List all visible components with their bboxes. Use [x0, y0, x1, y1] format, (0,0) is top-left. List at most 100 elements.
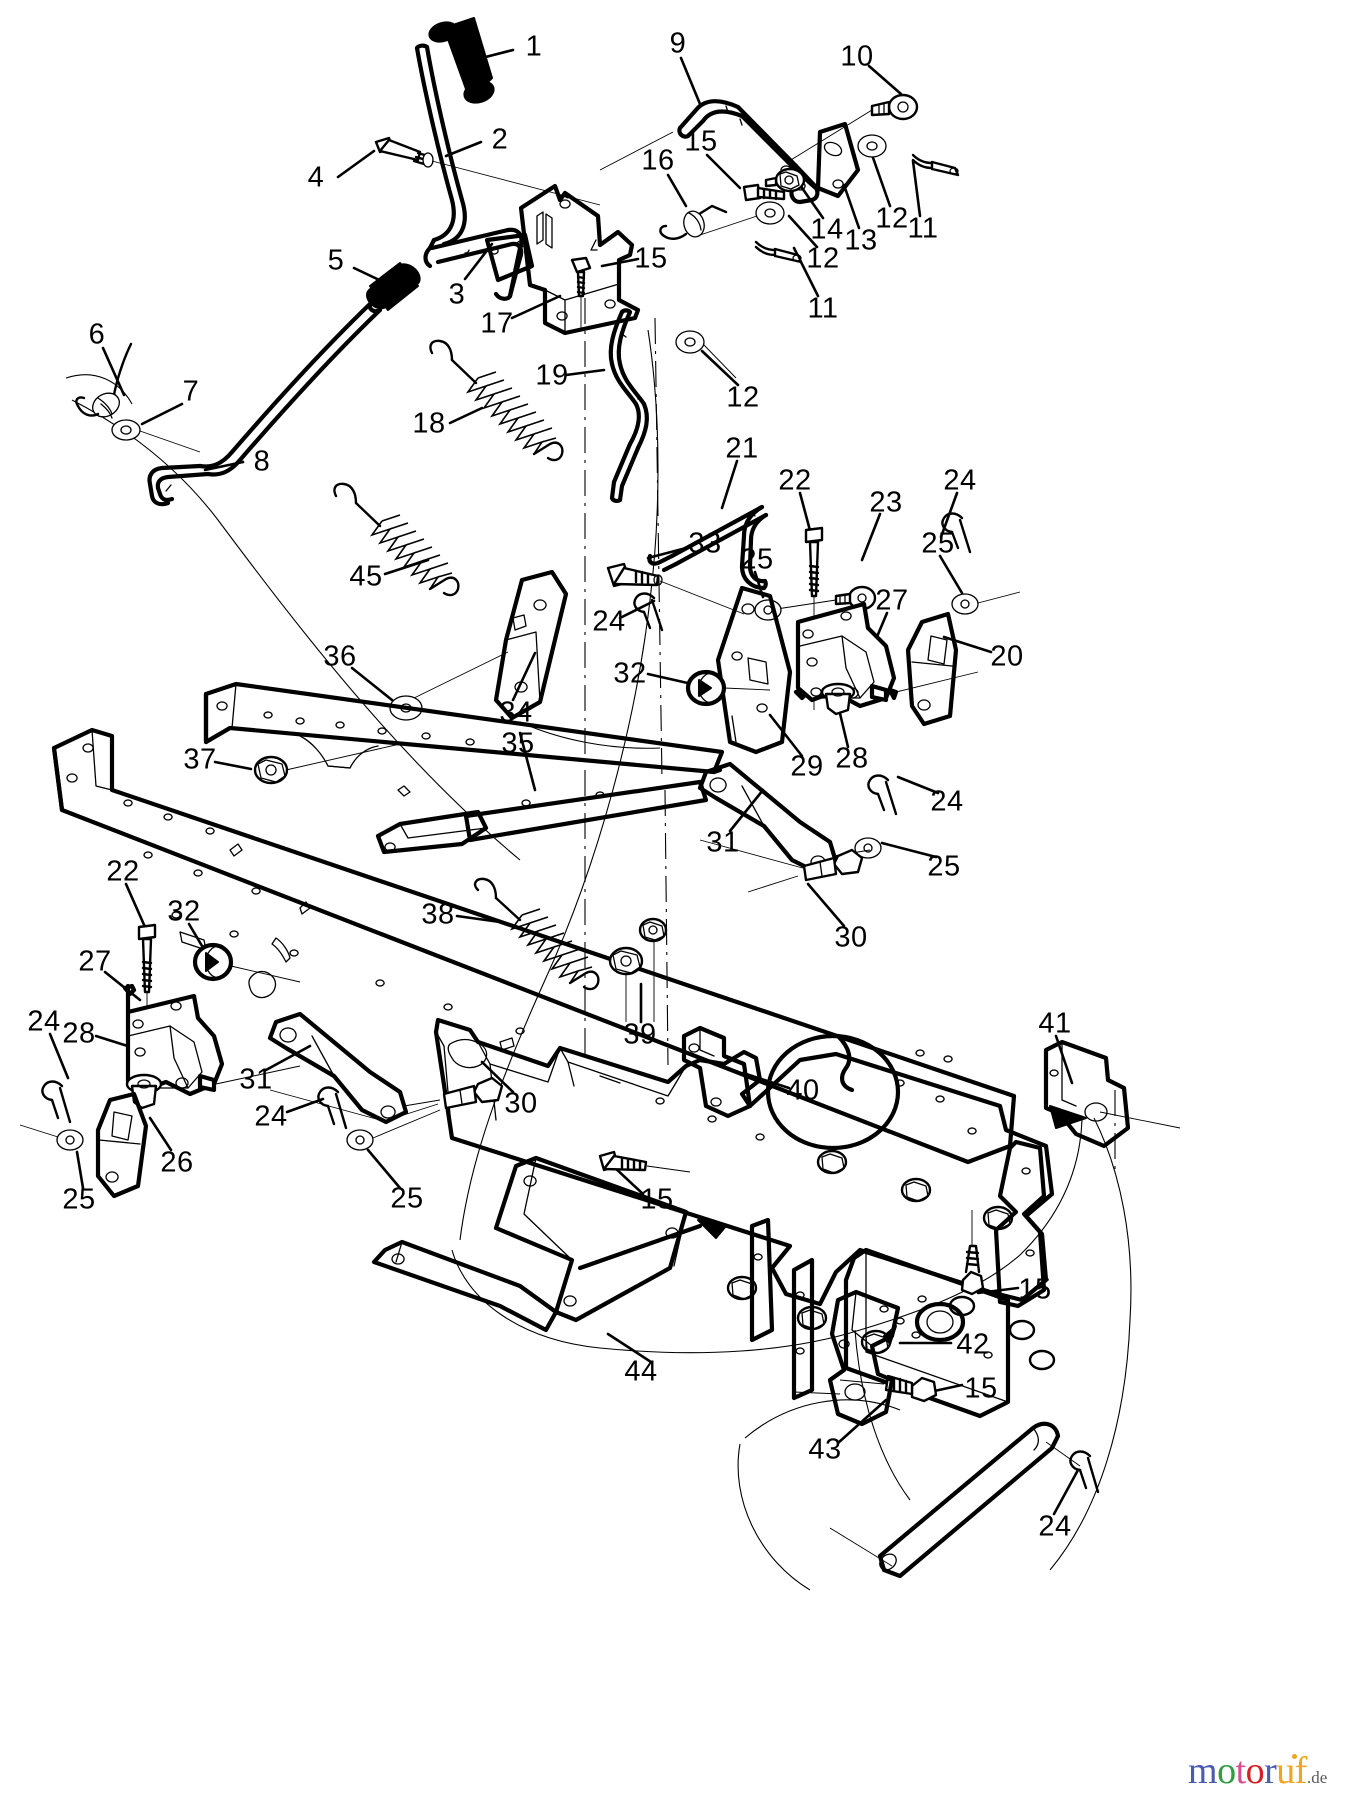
part-20-link — [905, 611, 959, 727]
part-35-cross-brace — [203, 681, 725, 855]
callout-24: 24 — [930, 785, 964, 818]
callout-20: 20 — [990, 640, 1024, 673]
part-17-bracket — [518, 183, 641, 336]
callout-45: 45 — [349, 560, 383, 593]
callout-33: 33 — [688, 527, 722, 560]
part-29-pivot-plate — [715, 585, 793, 755]
callout-5: 5 — [327, 244, 345, 277]
callout-43: 43 — [808, 1433, 842, 1466]
callout-4: 4 — [307, 161, 325, 194]
callout-12: 12 — [726, 381, 760, 414]
callout-12: 12 — [806, 242, 840, 275]
part-11-pin-lower — [754, 240, 803, 264]
callout-30: 30 — [504, 1087, 538, 1120]
part-12-washer-upper — [857, 134, 887, 158]
part-34-angle-bracket — [409, 569, 569, 721]
part-24-clip-a — [633, 592, 664, 632]
callout-22: 22 — [106, 855, 140, 888]
callout-11: 11 — [907, 212, 939, 245]
part-30-shoulder-bolt-right — [747, 848, 864, 893]
callout-17: 17 — [480, 307, 514, 340]
part-18-spring — [429, 339, 564, 462]
callout-24: 24 — [592, 605, 626, 638]
part-15-screw-right — [742, 183, 786, 202]
part-13-link-plate — [815, 121, 861, 199]
callout-9: 9 — [669, 27, 687, 60]
part-6-spring-clip — [75, 342, 133, 419]
callout-25: 25 — [390, 1182, 424, 1215]
part-39-nut-b — [638, 917, 668, 1022]
callout-19: 19 — [535, 359, 569, 392]
callout-35: 35 — [501, 727, 535, 760]
callout-26: 26 — [160, 1146, 194, 1179]
part-15-screw-bracket — [570, 256, 592, 330]
logo-letter-o-1: o — [1217, 1750, 1236, 1792]
part-12-washer-mid — [675, 330, 737, 379]
callout-25: 25 — [927, 850, 961, 883]
logo-tld: .de — [1306, 1768, 1328, 1787]
part-8-rod-left — [147, 299, 383, 507]
part-25-washer-b — [951, 591, 1021, 615]
part-10-nut — [785, 93, 919, 164]
main-frame-left-rail — [51, 727, 1017, 1165]
part-25-washer-c — [854, 837, 882, 859]
logo-letter-m-0: m — [1188, 1750, 1218, 1792]
callout-41: 41 — [1038, 1007, 1072, 1040]
part-11-pin-upper — [911, 153, 960, 177]
part-30-shoulder-bolt-left — [387, 1076, 504, 1121]
part-1-handle-grip — [428, 17, 495, 104]
callout-12: 12 — [875, 202, 909, 235]
callout-15: 15 — [964, 1372, 998, 1405]
logo-letter-f-6: f — [1294, 1750, 1308, 1792]
callout-36: 36 — [323, 640, 357, 673]
part-19-rod-center — [608, 308, 649, 504]
callout-25: 25 — [740, 543, 774, 576]
callout-24: 24 — [27, 1005, 61, 1038]
callout-37: 37 — [183, 743, 217, 776]
callout-32: 32 — [613, 657, 647, 690]
callout-31: 31 — [706, 826, 740, 859]
part-42-retainer-bracket — [793, 1289, 901, 1427]
part-40-hook-tab — [681, 1025, 753, 1119]
part-24-clip-b — [941, 512, 972, 554]
callout-14: 14 — [810, 213, 844, 246]
callout-29: 29 — [790, 750, 824, 783]
part-15-screw-lower-right — [960, 1210, 985, 1296]
part-32-bushing-upper — [685, 669, 771, 707]
callout-31: 31 — [239, 1063, 273, 1096]
motoruf-logo: motoruf.de — [1188, 1752, 1327, 1790]
callout-25: 25 — [921, 527, 955, 560]
part-43-rod — [829, 1421, 1081, 1579]
logo-dot — [1292, 1754, 1298, 1759]
part-25-washer-d — [19, 1124, 84, 1151]
callout-15: 15 — [640, 1183, 674, 1216]
part-14-nut — [764, 167, 806, 193]
part-9-rod — [599, 99, 821, 205]
part-45-spring — [333, 482, 460, 597]
callout-11: 11 — [807, 292, 839, 325]
part-33-bolt — [606, 562, 745, 615]
callout-10: 10 — [840, 40, 874, 73]
callout-24: 24 — [1038, 1510, 1072, 1543]
leader-lines — [48, 48, 1080, 1516]
part-39-nut-a — [608, 946, 644, 1022]
part-25-washer-e — [346, 1109, 441, 1151]
logo-letter-o-3: o — [1245, 1750, 1265, 1792]
callout-6: 6 — [88, 318, 106, 351]
logo-letter-t-2: t — [1235, 1750, 1247, 1792]
callout-1: 1 — [525, 30, 543, 63]
part-44-u-bracket — [371, 1155, 727, 1333]
callout-21: 21 — [725, 432, 759, 465]
part-23-screw — [769, 585, 877, 611]
callout-28: 28 — [835, 742, 869, 775]
callout-15: 15 — [1018, 1273, 1052, 1306]
callout-2: 2 — [491, 123, 509, 156]
callout-22: 22 — [778, 464, 812, 497]
callout-13: 13 — [844, 224, 878, 257]
callout-24: 24 — [943, 464, 977, 497]
part-24-clip-c — [867, 774, 898, 816]
logo-letters: motoruf — [1188, 1750, 1307, 1792]
callout-27: 27 — [875, 584, 909, 617]
